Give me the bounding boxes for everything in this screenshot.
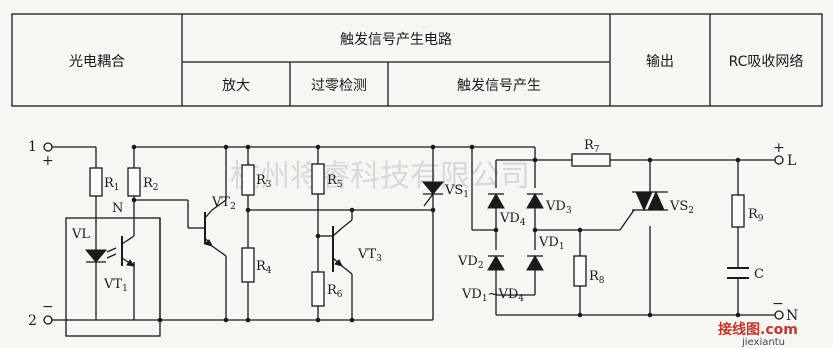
site-logo: 接线图.com jiexiantu <box>718 321 798 348</box>
svg-text:2: 2 <box>28 313 37 329</box>
resistor-R2: R2 <box>127 167 159 197</box>
svg-text:VS1: VS1 <box>444 183 469 200</box>
svg-text:VS2: VS2 <box>669 199 694 216</box>
svg-text:R8: R8 <box>589 269 605 286</box>
diode-VD2: VD2 <box>457 254 505 271</box>
node-N-label: N <box>112 201 123 216</box>
svg-text:jiexiantu: jiexiantu <box>741 337 785 348</box>
watermark-text: 杭州将睿科技有限公司 <box>230 159 530 194</box>
junction-dots <box>131 144 741 323</box>
diode-VD1: VD1 <box>526 235 565 271</box>
svg-text:VD2: VD2 <box>457 254 484 271</box>
svg-text:R3: R3 <box>256 173 272 190</box>
resistor-R5: R5 <box>311 163 343 195</box>
header-rc-snubber: RC吸收网络 <box>729 54 804 70</box>
svg-text:VT2: VT2 <box>211 195 236 212</box>
terminal-2: 2 − <box>28 299 54 329</box>
svg-text:R1: R1 <box>104 176 120 193</box>
svg-text:+: + <box>773 140 785 156</box>
svg-text:R7: R7 <box>584 138 600 155</box>
svg-text:VD4: VD4 <box>499 211 526 228</box>
triac-VS2: VS2 <box>632 190 694 216</box>
terminal-L: + L <box>773 140 796 169</box>
svg-text:+: + <box>42 153 54 169</box>
svg-text:VD3: VD3 <box>545 199 572 216</box>
led-label: VL <box>71 227 90 242</box>
svg-text:−: − <box>772 296 784 312</box>
terminal-N: − N <box>772 296 798 324</box>
svg-text:R6: R6 <box>327 283 343 300</box>
header-trigger-gen: 触发信号产生 <box>457 78 541 94</box>
header-output: 输出 <box>646 54 674 70</box>
svg-text:−: − <box>42 299 54 315</box>
capacitor-C: C <box>727 267 764 282</box>
resistor-R8: R8 <box>573 255 605 287</box>
resistor-R1: R1 <box>89 167 120 197</box>
svg-text:VT3: VT3 <box>357 247 382 264</box>
resistor-R7: R7 <box>571 138 611 167</box>
transistor-VT2: VT2 <box>203 195 236 247</box>
svg-text:R2: R2 <box>143 176 159 193</box>
resistor-R9: R9 <box>731 194 764 228</box>
terminal-1: 1 + <box>28 139 54 169</box>
thyristor-VS1: VS1 <box>421 181 469 207</box>
header-table: 光电耦合 触发信号产生电路 放大 过零检测 触发信号产生 输出 RC吸收网络 <box>11 13 823 107</box>
svg-text:L: L <box>787 153 796 169</box>
resistor-R4: R4 <box>241 247 272 283</box>
header-zero-cross: 过零检测 <box>311 78 367 94</box>
diode-VD3: VD3 <box>526 192 572 216</box>
optocoupler: N VL VT1 <box>65 201 161 337</box>
header-optocoupler: 光电耦合 <box>69 54 125 70</box>
resistor-R3: R3 <box>241 164 272 196</box>
svg-text:R5: R5 <box>327 173 343 190</box>
transistor-VT3: VT3 <box>332 226 382 272</box>
header-trigger-group: 触发信号产生电路 <box>340 32 452 48</box>
svg-text:1: 1 <box>28 139 37 155</box>
diode-VD4: VD4 <box>487 192 526 228</box>
header-amplify: 放大 <box>222 78 250 94</box>
svg-text:VD1: VD1 <box>538 235 565 252</box>
svg-text:C: C <box>754 267 764 282</box>
svg-text:接线图.com: 接线图.com <box>718 321 798 338</box>
svg-text:R9: R9 <box>748 207 764 224</box>
svg-text:N: N <box>786 308 798 324</box>
svg-text:VT1: VT1 <box>103 277 128 294</box>
resistor-R6: R6 <box>311 271 343 307</box>
svg-text:R4: R4 <box>256 259 272 276</box>
diode-range-label: VD1~VD4 <box>461 287 524 304</box>
